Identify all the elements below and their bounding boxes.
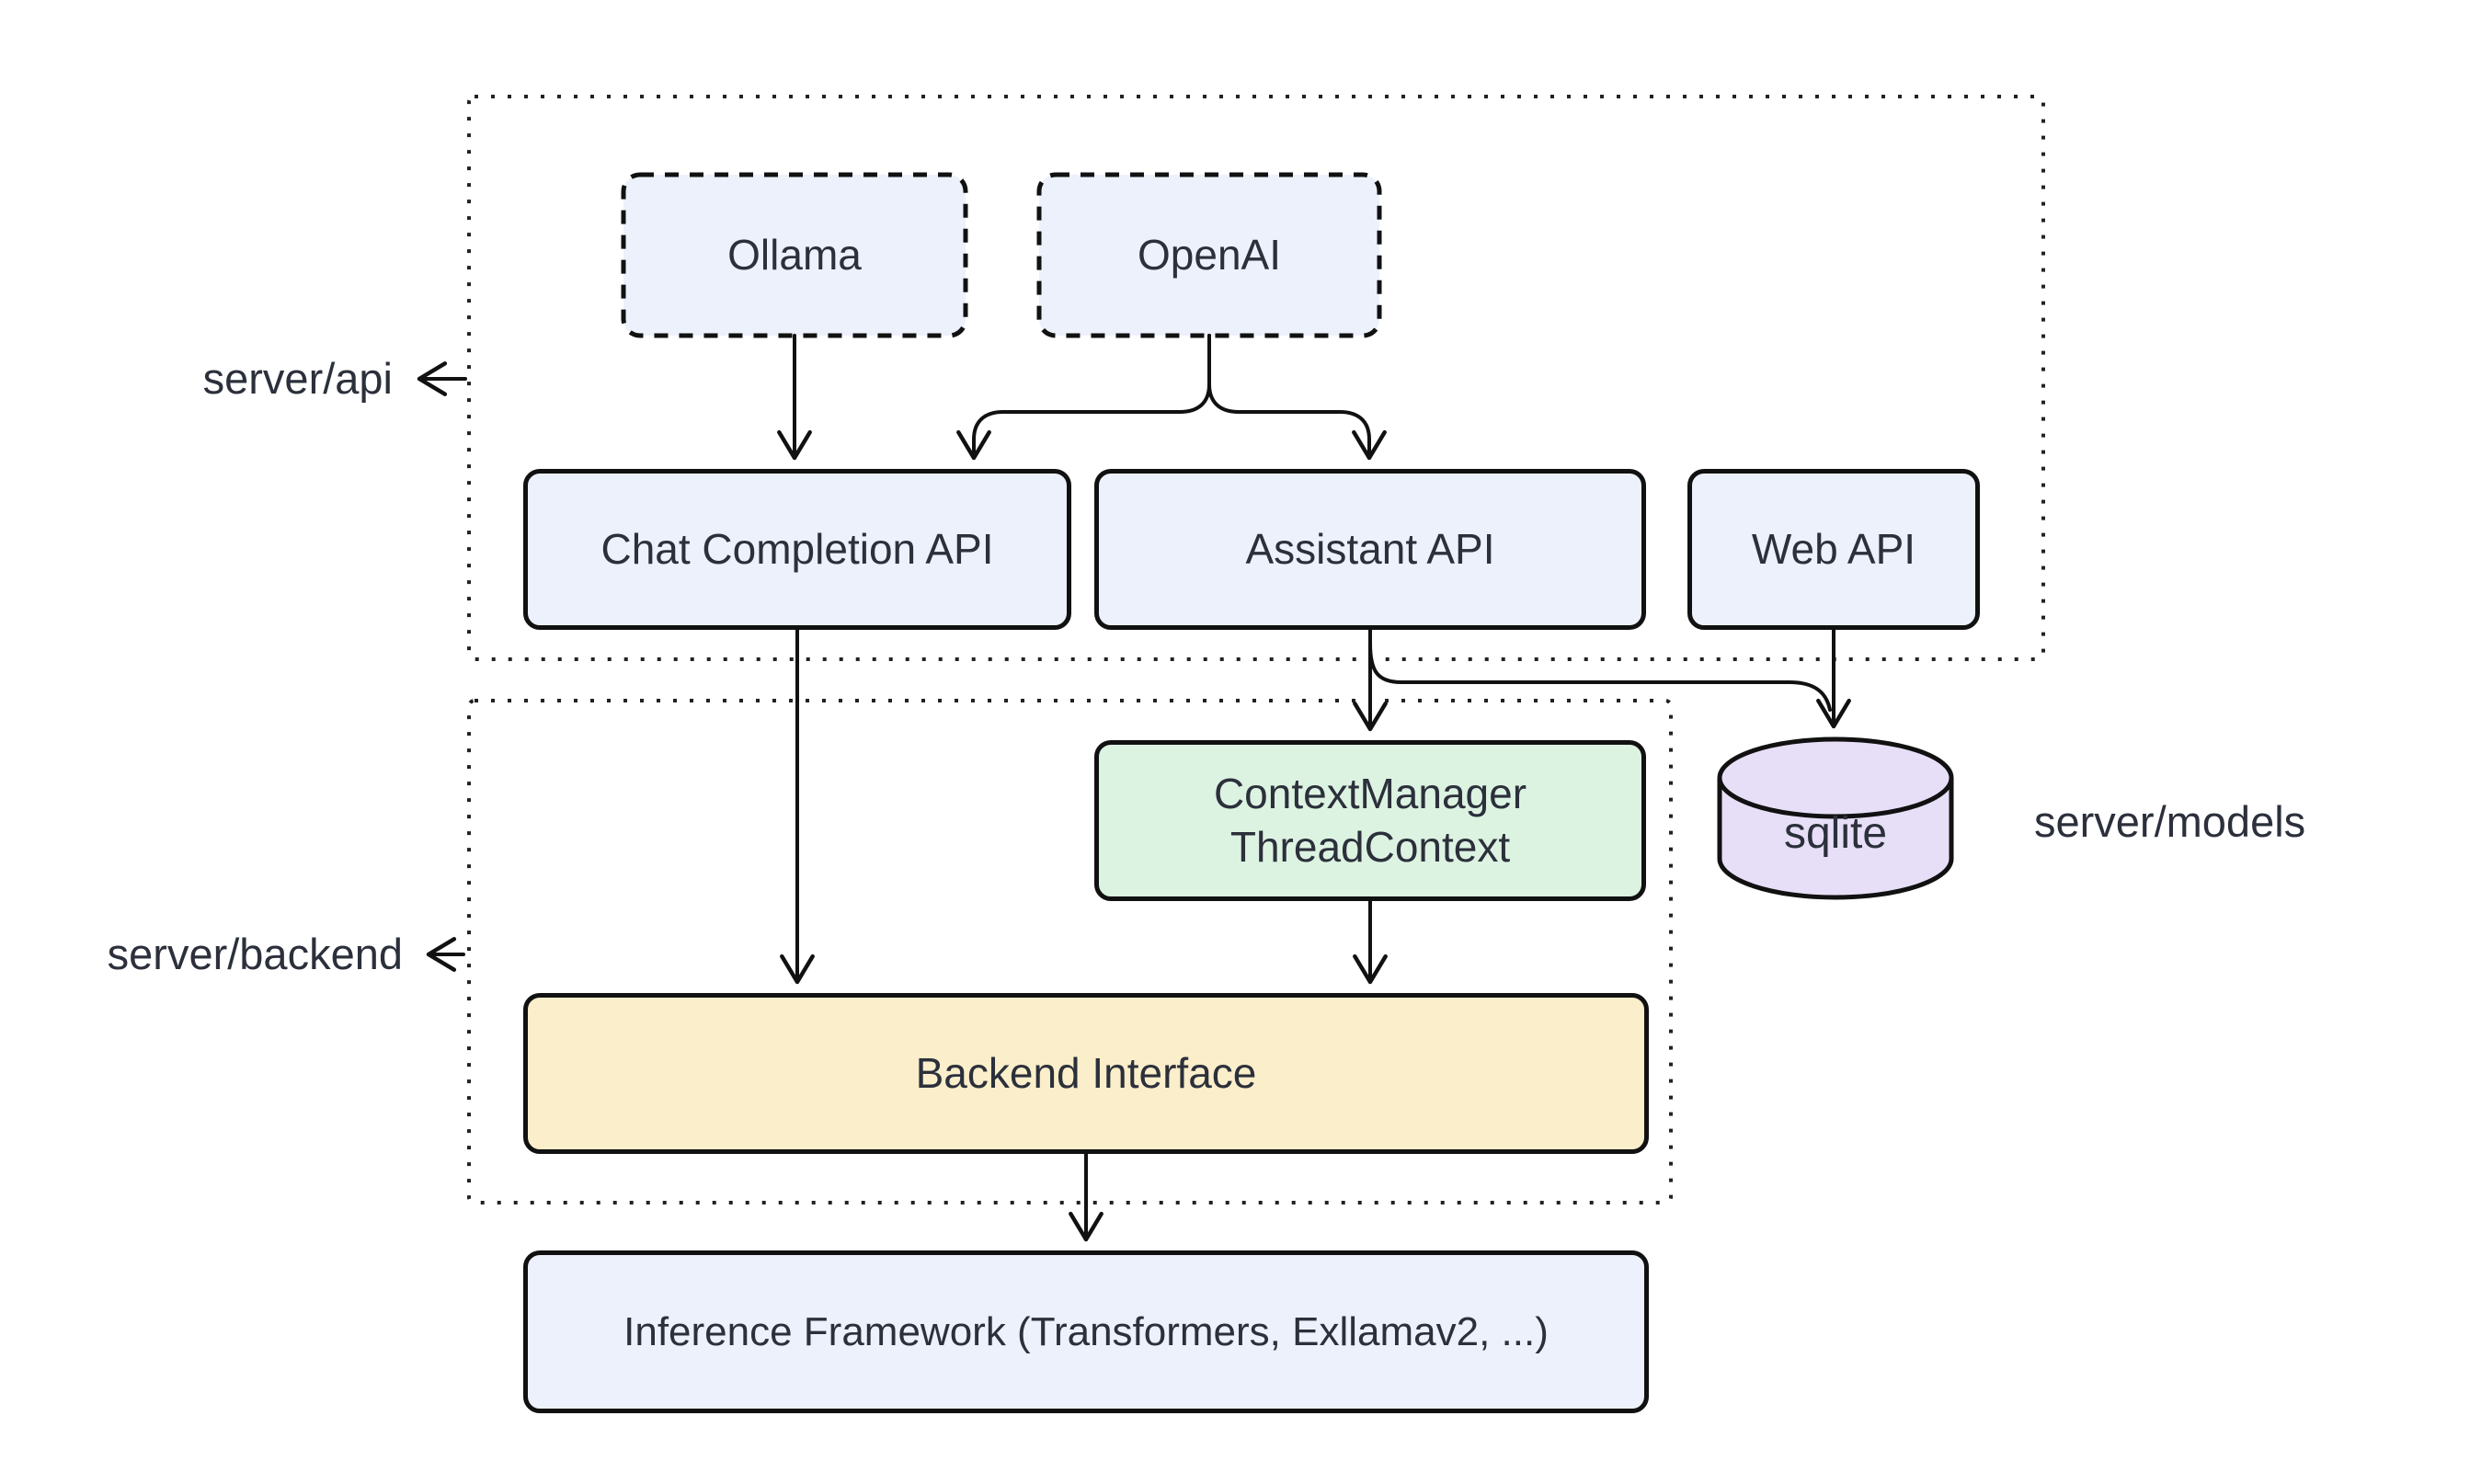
node-context-manager-line1: ContextManager	[1213, 770, 1527, 817]
node-web-api: Web API	[1687, 469, 1980, 630]
node-context-manager: ContextManager ThreadContext	[1094, 740, 1646, 901]
node-context-manager-line2: ThreadContext	[1229, 822, 1511, 871]
node-backend-interface-label: Backend Interface	[915, 1048, 1257, 1097]
edge-openai-to-chat-completion	[956, 334, 1211, 461]
edge-assistant-api-to-sqlite	[1368, 642, 1832, 712]
node-ollama: Ollama	[623, 175, 966, 336]
sqlite-cylinder-body	[1717, 778, 1954, 900]
sqlite-cylinder-top	[1717, 736, 1954, 819]
region-label-server-api: server/api	[202, 354, 393, 403]
node-openai: OpenAI	[1039, 175, 1379, 336]
node-assistant-api-label: Assistant API	[1245, 524, 1495, 573]
node-web-api-label: Web API	[1751, 524, 1916, 573]
node-sqlite: sqlite	[1717, 736, 1954, 900]
node-openai-label: OpenAI	[1138, 230, 1281, 279]
region-label-server-models: server/models	[2034, 797, 2306, 846]
node-ollama-label: Ollama	[727, 230, 862, 279]
node-chat-completion-api-label: Chat Completion API	[600, 524, 994, 573]
node-backend-interface: Backend Interface	[523, 993, 1649, 1154]
node-assistant-api: Assistant API	[1094, 469, 1646, 630]
edge-openai-to-assistant-api	[1207, 334, 1387, 461]
node-inference-framework-label: Inference Framework (Transformers, Exlla…	[623, 1309, 1549, 1354]
node-chat-completion-api: Chat Completion API	[523, 469, 1071, 630]
region-label-server-backend: server/backend	[107, 930, 403, 978]
node-inference-framework: Inference Framework (Transformers, Exlla…	[523, 1250, 1649, 1413]
node-sqlite-label: sqlite	[1784, 809, 1887, 858]
